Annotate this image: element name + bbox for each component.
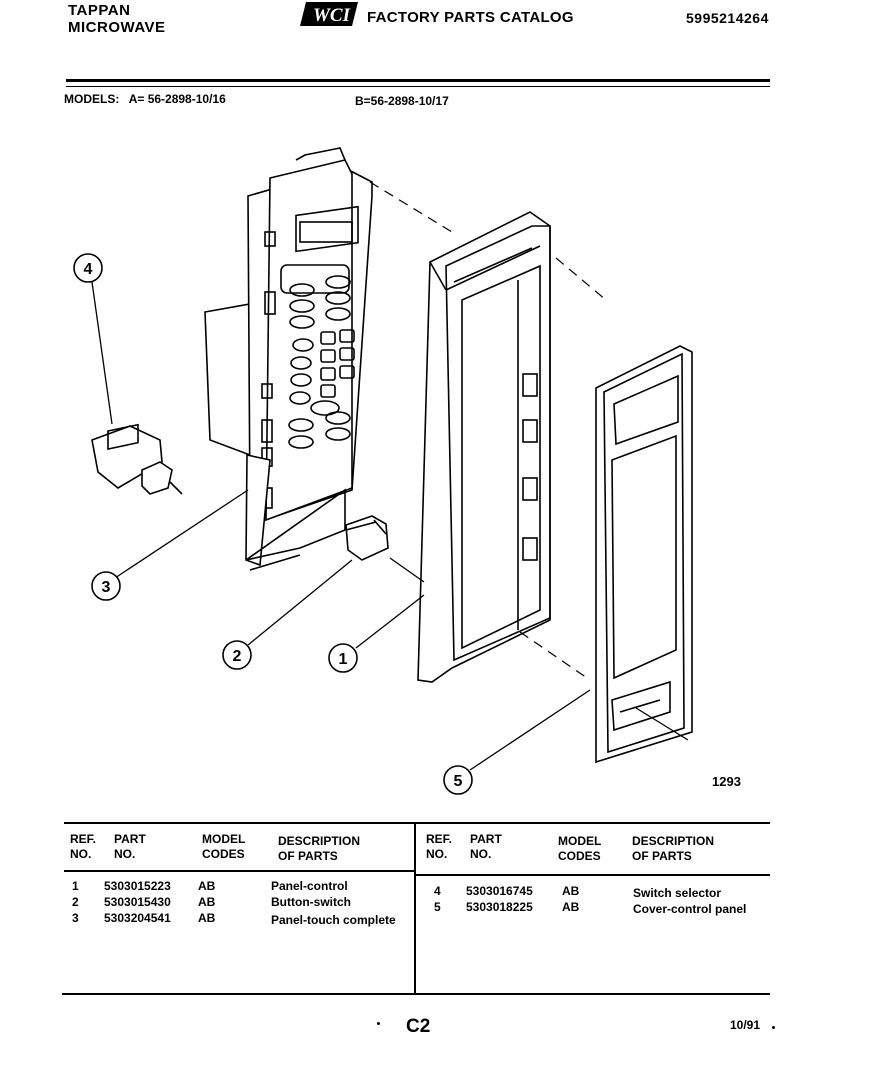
ref-cell: 1 <box>72 879 79 893</box>
table-header-rule-right <box>416 874 770 876</box>
model-a: A= 56-2898-10/16 <box>128 92 226 106</box>
ref-cell: 4 <box>434 884 441 898</box>
switch-selector-drawing <box>91 423 183 495</box>
codes-cell: AB <box>198 879 216 893</box>
table-header-rule-left <box>64 870 414 872</box>
desc-cell: Panel-control <box>271 879 348 893</box>
ref-cell: 5 <box>434 900 441 914</box>
logo-text: WCI <box>313 5 351 26</box>
codes-cell: AB <box>562 884 580 898</box>
brand-name: TAPPAN MICROWAVE <box>68 2 166 36</box>
header-ref-no-left: REF.NO. <box>70 832 97 861</box>
footer-dot-left <box>377 1022 380 1025</box>
button-switch-drawing <box>345 515 389 561</box>
part-cell: 5303015430 <box>104 895 171 909</box>
cover-panel-drawing <box>595 345 693 764</box>
brand-line-2: MICROWAVE <box>68 19 166 36</box>
ref-cell: 2 <box>72 895 79 909</box>
desc-cell: Panel-touch complete <box>271 913 396 927</box>
part-cell: 5303015223 <box>104 879 171 893</box>
models-line: MODELS: A= 56-2898-10/16 <box>64 92 226 106</box>
desc-cell: Cover-control panel <box>633 902 747 916</box>
part-cell: 5303204541 <box>104 911 171 925</box>
catalog-number: 5995214264 <box>686 10 769 26</box>
table-rule-top <box>64 822 770 824</box>
table-column-divider <box>414 822 416 994</box>
header-rule-thick <box>66 79 770 82</box>
codes-cell: AB <box>198 911 216 925</box>
wci-logo: WCI <box>300 2 358 26</box>
figure-number: 1293 <box>712 774 741 789</box>
header-ref-no-right: REF.NO. <box>426 832 453 861</box>
desc-cell: Button-switch <box>271 895 351 909</box>
codes-cell: AB <box>198 895 216 909</box>
control-panel-drawing <box>417 211 551 683</box>
part-cell: 5303018225 <box>466 900 533 914</box>
catalog-title: FACTORY PARTS CATALOG <box>367 9 574 26</box>
ref-cell: 3 <box>72 911 79 925</box>
revision-date: 10/91 <box>730 1018 761 1032</box>
page-number: C2 <box>406 1016 431 1037</box>
models-label: MODELS: <box>64 92 120 106</box>
callout-1: 1 <box>339 651 348 668</box>
callout-5: 5 <box>454 773 463 790</box>
callout-4: 4 <box>84 261 93 278</box>
header-rule-thin <box>66 86 770 87</box>
footer-dot-right <box>772 1026 775 1029</box>
codes-cell: AB <box>562 900 580 914</box>
model-b: B=56-2898-10/17 <box>355 94 449 108</box>
desc-cell: Switch selector <box>633 886 722 900</box>
part-cell: 5303016745 <box>466 884 533 898</box>
brand-line-1: TAPPAN <box>68 2 131 19</box>
callout-2: 2 <box>233 648 242 665</box>
callout-3: 3 <box>102 579 111 596</box>
touch-panel-drawing <box>204 147 373 571</box>
table-rule-bottom <box>62 993 770 995</box>
